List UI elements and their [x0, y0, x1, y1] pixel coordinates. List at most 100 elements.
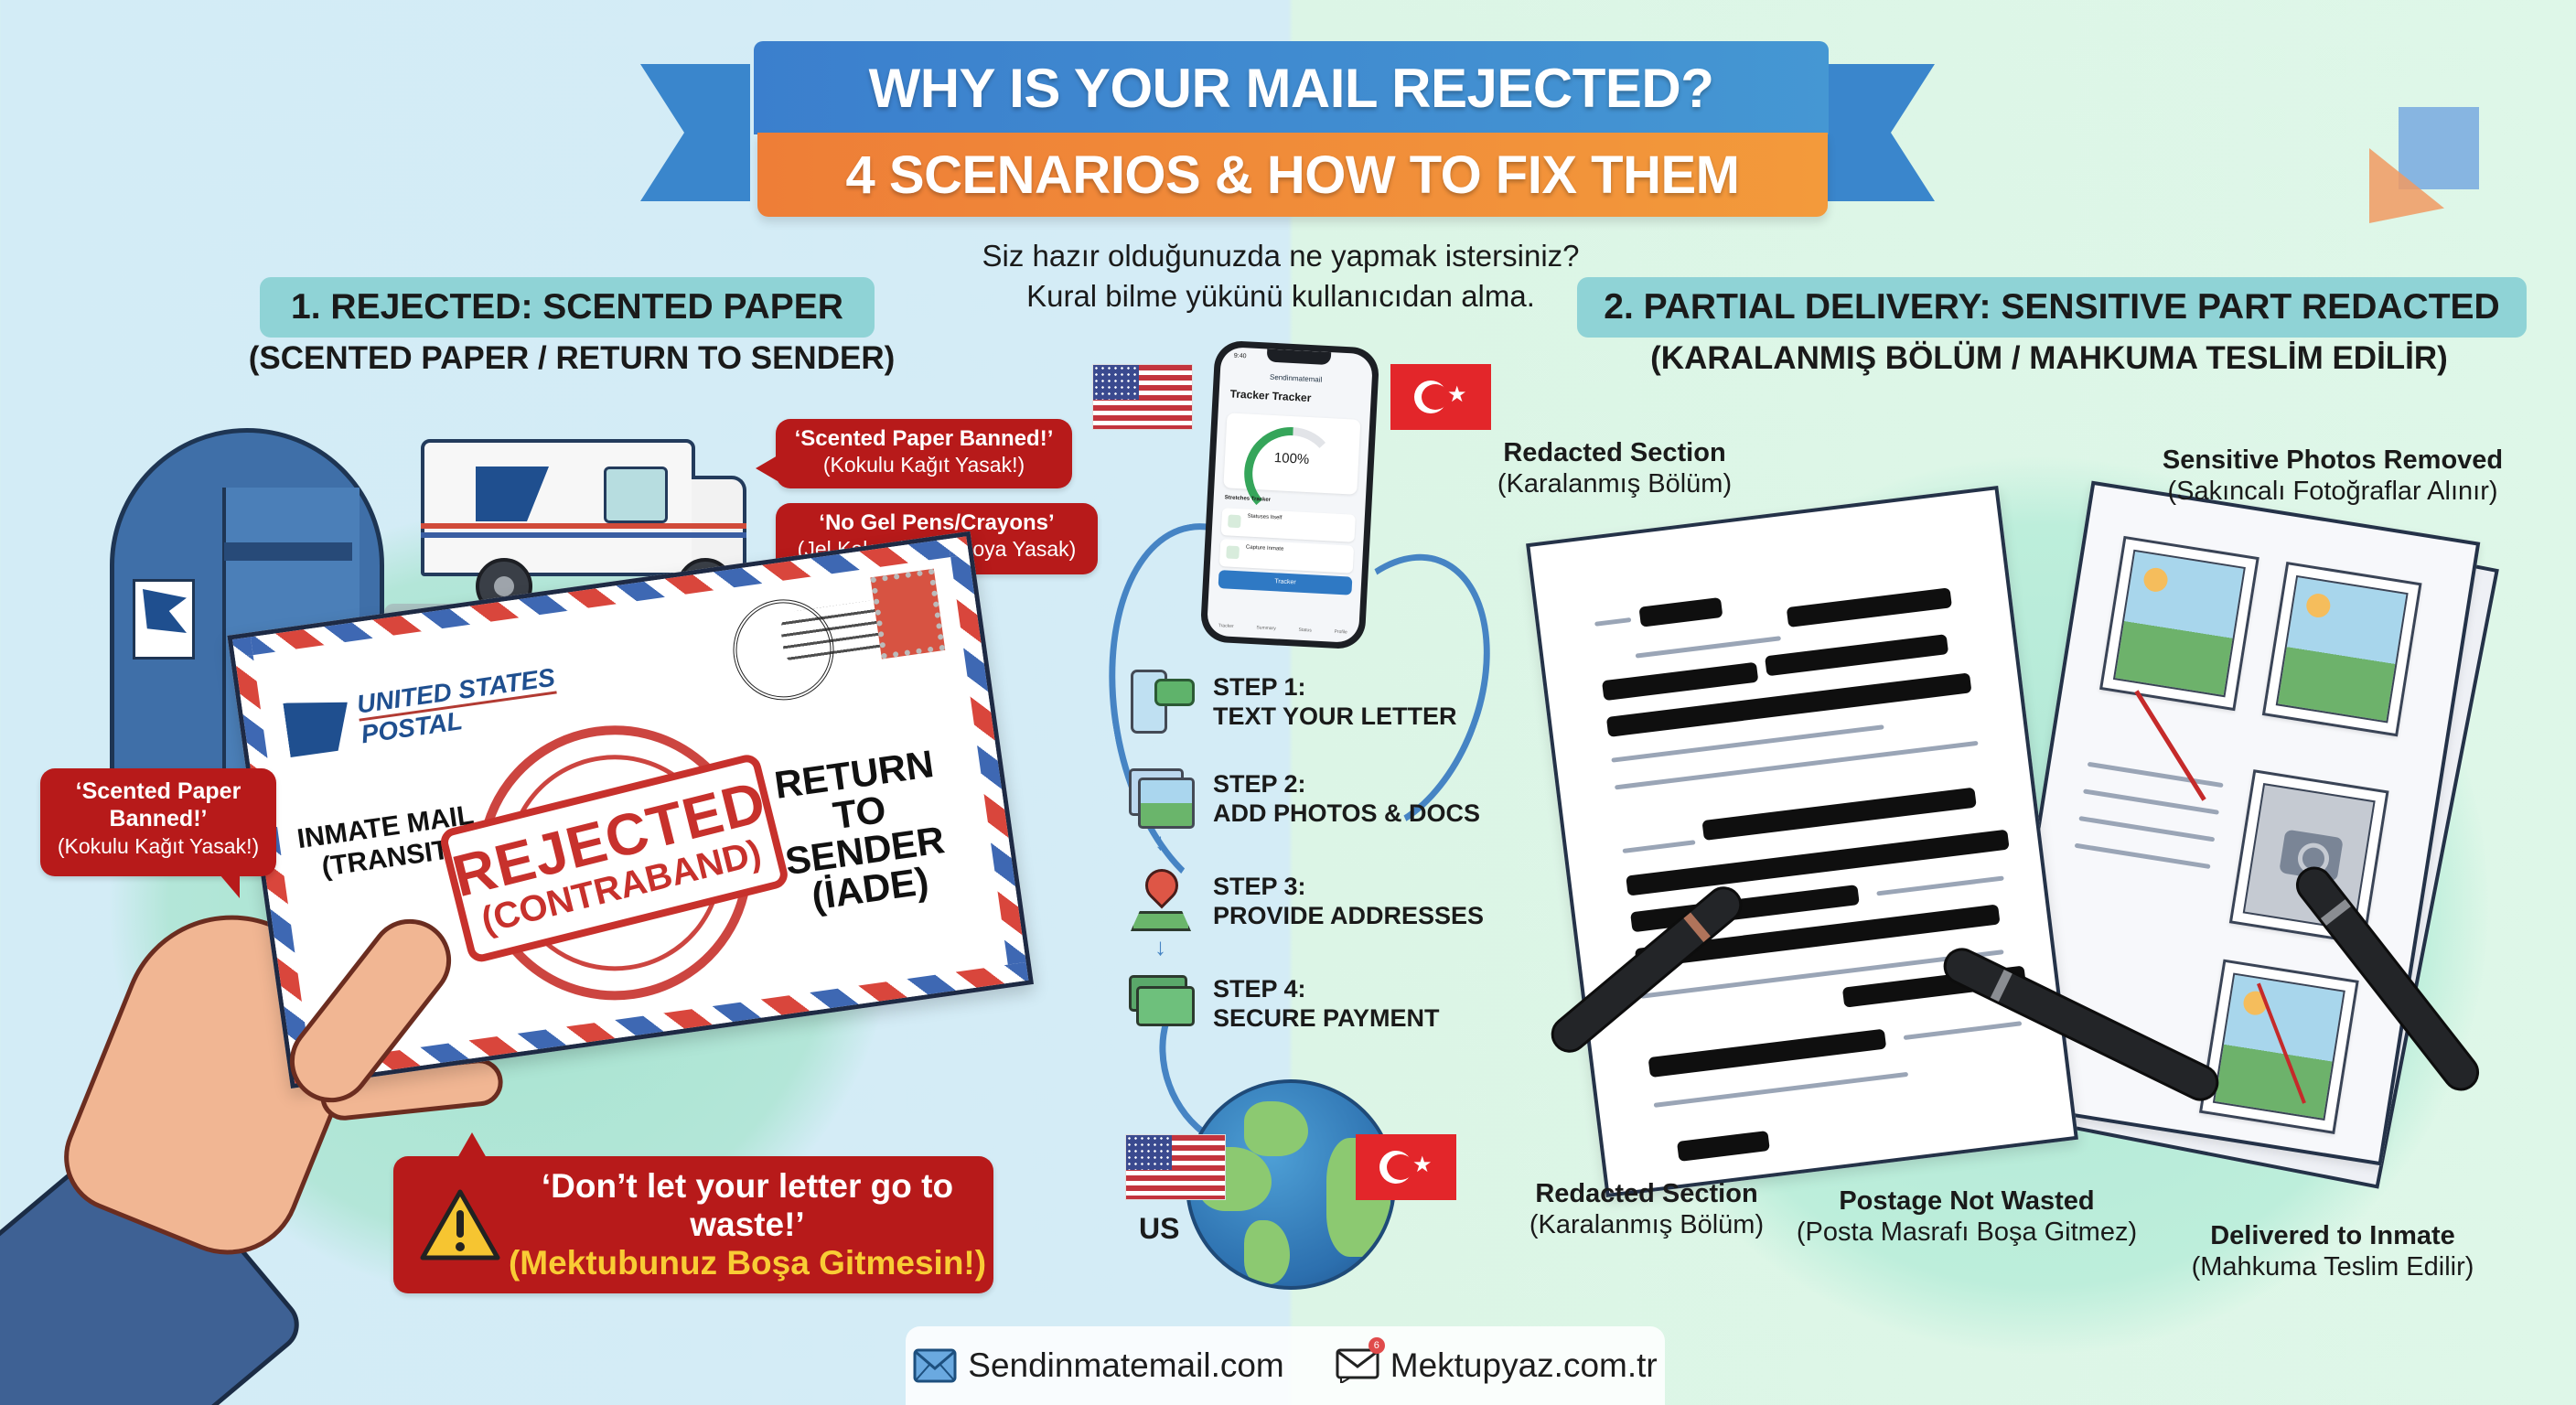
- phone-row-inmate[interactable]: Capture Inmate: [1218, 539, 1355, 574]
- warning-tr: (Mektubunuz Boşa Gitmesin!): [508, 1244, 987, 1282]
- turkey-flag-icon: ★: [1356, 1134, 1456, 1200]
- label-tr: (Mahkuma Teslim Edilir): [2191, 1252, 2474, 1282]
- star: ★: [1447, 382, 1467, 407]
- step-2: STEP 2:ADD PHOTOS & DOCS: [1127, 767, 1480, 831]
- postage-stamp-icon: [870, 568, 946, 660]
- label-tr: (Karalanmış Bölüm): [1529, 1210, 1765, 1239]
- truck-stripe-blue: [421, 532, 746, 538]
- label-en: Redacted Section: [1535, 1179, 1758, 1208]
- intro-line-2: Kural bilme yükünü kullanıcıdan alma.: [1026, 279, 1535, 313]
- link-text: Mektupyaz.com.tr: [1390, 1346, 1658, 1384]
- land-greenland: [1244, 1101, 1308, 1156]
- step-1-text: STEP 1:TEXT YOUR LETTER: [1213, 672, 1457, 731]
- phone-nav-status[interactable]: Status: [1298, 627, 1312, 634]
- photo-thumbnail: [2261, 561, 2422, 737]
- text-line: [1903, 1021, 2023, 1041]
- warning-en: ‘Don’t let your letter go to waste!’: [541, 1167, 954, 1243]
- section1-title: 1. REJECTED: SCENTED PAPER: [260, 277, 875, 338]
- text-line: [1614, 740, 1979, 790]
- step-label: STEP 2:: [1213, 770, 1306, 798]
- text-line: [1876, 875, 2004, 896]
- bubble-en: ‘Scented Paper Banned!’: [75, 778, 242, 831]
- redaction-bar: [1676, 1130, 1770, 1162]
- label-en: Postage Not Wasted: [1839, 1186, 2095, 1216]
- warning-text: ‘Don’t let your letter go to waste!’ (Me…: [501, 1167, 993, 1282]
- phone-app-name: Sendinmatemail: [1269, 372, 1323, 384]
- phone-chat-icon: [1127, 670, 1197, 734]
- phone-nav-tracker[interactable]: Tracker: [1218, 623, 1234, 629]
- section2-title: 2. PARTIAL DELIVERY: SENSITIVE PART REDA…: [1577, 277, 2527, 338]
- bubble-tr: (Kokulu Kağıt Yasak!): [57, 834, 260, 858]
- link-mektupyaz[interactable]: 6 Mektupyaz.com.tr: [1336, 1337, 1658, 1385]
- warning-triangle-icon: [419, 1188, 501, 1261]
- phone-screen-title: Tracker Tracker: [1229, 387, 1312, 405]
- label-postage-not-wasted: Postage Not Wasted (Posta Masrafı Boşa G…: [1775, 1185, 2159, 1248]
- warning-callout: ‘Don’t let your letter go to waste!’ (Me…: [393, 1132, 993, 1293]
- land-south-america: [1244, 1220, 1290, 1284]
- bubble-tr: (Kokulu Kağıt Yasak!): [822, 453, 1025, 477]
- us-label: US: [1139, 1212, 1180, 1245]
- crescent: [1379, 1151, 1414, 1184]
- ribbon-tail-left: [640, 64, 750, 201]
- step-3: STEP 3:PROVIDE ADDRESSES: [1127, 862, 1485, 933]
- intro-text: Siz hazır olduğunuzda ne yapmak istersin…: [915, 236, 1647, 316]
- credit-card-icon: [1127, 971, 1197, 1035]
- footer-links: Sendinmatemail.com 6 Mektupyaz.com.tr: [906, 1326, 1665, 1405]
- crescent: [1414, 381, 1449, 413]
- step-arrow-down: ↓: [1154, 828, 1166, 855]
- step-desc: PROVIDE ADDRESSES: [1213, 902, 1485, 929]
- intro-line-1: Siz hazır olduğunuzda ne yapmak istersin…: [982, 239, 1580, 273]
- text-line: [2087, 761, 2224, 788]
- step-label: STEP 1:: [1213, 673, 1306, 701]
- step-4: STEP 4:SECURE PAYMENT: [1127, 971, 1440, 1035]
- speech-bubble-scented-paper-left: ‘Scented Paper Banned!’ (Kokulu Kağıt Ya…: [40, 768, 276, 898]
- truck-stripe-red: [421, 523, 746, 529]
- label-tr: (Karalanmış Bölüm): [1497, 469, 1733, 499]
- truck-window: [604, 467, 668, 523]
- text-line: [1653, 1071, 1909, 1108]
- step-desc: SECURE PAYMENT: [1213, 1004, 1440, 1032]
- ribbon-tail-right: [1825, 64, 1935, 201]
- page-title: WHY IS YOUR MAIL REJECTED?: [754, 41, 1829, 134]
- label-sensitive-photos: Sensitive Photos Removed (Sakıncalı Foto…: [2122, 445, 2543, 507]
- phone-tracker-button[interactable]: Tracker: [1218, 570, 1353, 595]
- mailbox-slot: [224, 542, 352, 561]
- photo-crossed-out: [2198, 959, 2359, 1134]
- page-subtitle-banner: 4 SCENARIOS & HOW TO FIX THEM: [757, 133, 1828, 217]
- us-flag-icon: [1092, 364, 1193, 430]
- phone-bottom-nav: Tracker Summary Status Profile: [1207, 622, 1358, 636]
- decor-square-icon: [2399, 107, 2479, 189]
- label-delivered-to-inmate: Delivered to Inmate (Mahkuma Teslim Edil…: [2159, 1220, 2506, 1282]
- label-redacted-section-bottom: Redacted Section (Karalanmış Bölüm): [1500, 1178, 1793, 1240]
- phone-tracker-mockup[interactable]: 9:40 Sendinmatemail Tracker Tracker 100%…: [1199, 339, 1380, 650]
- star: ★: [1412, 1153, 1433, 1177]
- label-tr: (Posta Masrafı Boşa Gitmez): [1796, 1217, 2138, 1247]
- bubble-en: ‘No Gel Pens/Crayons’: [819, 510, 1055, 535]
- phone-screen: 9:40 Sendinmatemail Tracker Tracker 100%…: [1206, 346, 1374, 644]
- envelope-icon: [913, 1348, 957, 1383]
- text-line: [2074, 842, 2211, 870]
- link-text: Sendinmatemail.com: [968, 1346, 1284, 1384]
- link-sendinmatemail[interactable]: Sendinmatemail.com: [913, 1346, 1284, 1385]
- section2-subtitle: (KARALANMIŞ BÖLÜM / MAHKUMA TESLİM EDİLİ…: [1650, 340, 2448, 376]
- step-label: STEP 3:: [1213, 873, 1306, 900]
- phone-nav-profile[interactable]: Profile: [1334, 628, 1347, 636]
- usps-eagle-icon: [133, 579, 195, 660]
- label-tr: (Sakıncalı Fotoğraflar Alınır): [2167, 477, 2498, 506]
- photo-removed-placeholder: [2228, 769, 2389, 945]
- strike-line: [2257, 982, 2306, 1104]
- us-flag-icon: [1125, 1134, 1226, 1200]
- text-line: [1622, 840, 1696, 853]
- step-desc: TEXT YOUR LETTER: [1213, 702, 1457, 730]
- step-1: STEP 1:TEXT YOUR LETTER: [1127, 670, 1457, 734]
- return-to-sender-label: RETURN TO SENDER (İADE): [772, 742, 952, 919]
- redaction-bar: [1638, 596, 1723, 627]
- redaction-bar: [1765, 634, 1949, 677]
- phone-nav-summary[interactable]: Summary: [1256, 625, 1276, 632]
- progress-card: 100%: [1223, 413, 1361, 495]
- step-arrow-down: ↓: [1154, 933, 1166, 960]
- photo-image: [2275, 574, 2409, 724]
- phone-row-status[interactable]: Statuses Itself: [1220, 508, 1356, 542]
- label-en: Sensitive Photos Removed: [2162, 445, 2504, 475]
- phone-time: 9:40: [1233, 352, 1247, 360]
